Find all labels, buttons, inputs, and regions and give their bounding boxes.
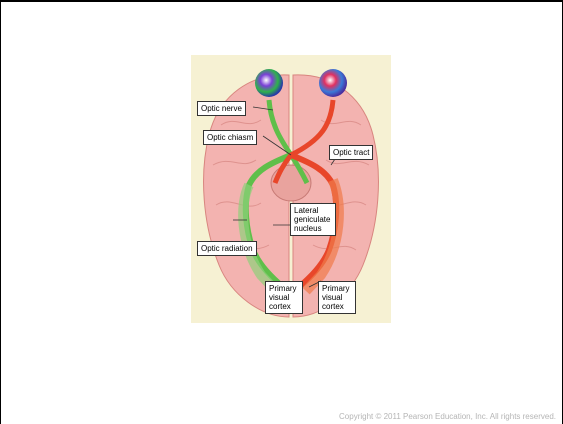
primary-visual-cortex-left-label: Primary visual cortex xyxy=(265,281,303,314)
visual-pathway-figure: Optic nerve Optic chiasm Optic tract Lat… xyxy=(191,55,391,323)
copyright-notice: Copyright © 2011 Pearson Education, Inc.… xyxy=(339,412,556,421)
optic-nerve-label: Optic nerve xyxy=(197,101,246,116)
optic-chiasm-label: Optic chiasm xyxy=(203,130,257,145)
primary-visual-cortex-right-label: Primary visual cortex xyxy=(318,281,356,314)
optic-radiation-label: Optic radiation xyxy=(197,241,257,256)
right-eye-icon xyxy=(319,69,347,97)
optic-tract-label: Optic tract xyxy=(329,145,373,160)
lateral-geniculate-nucleus-label: Lateral geniculate nucleus xyxy=(290,203,336,236)
left-eye-icon xyxy=(255,69,283,97)
